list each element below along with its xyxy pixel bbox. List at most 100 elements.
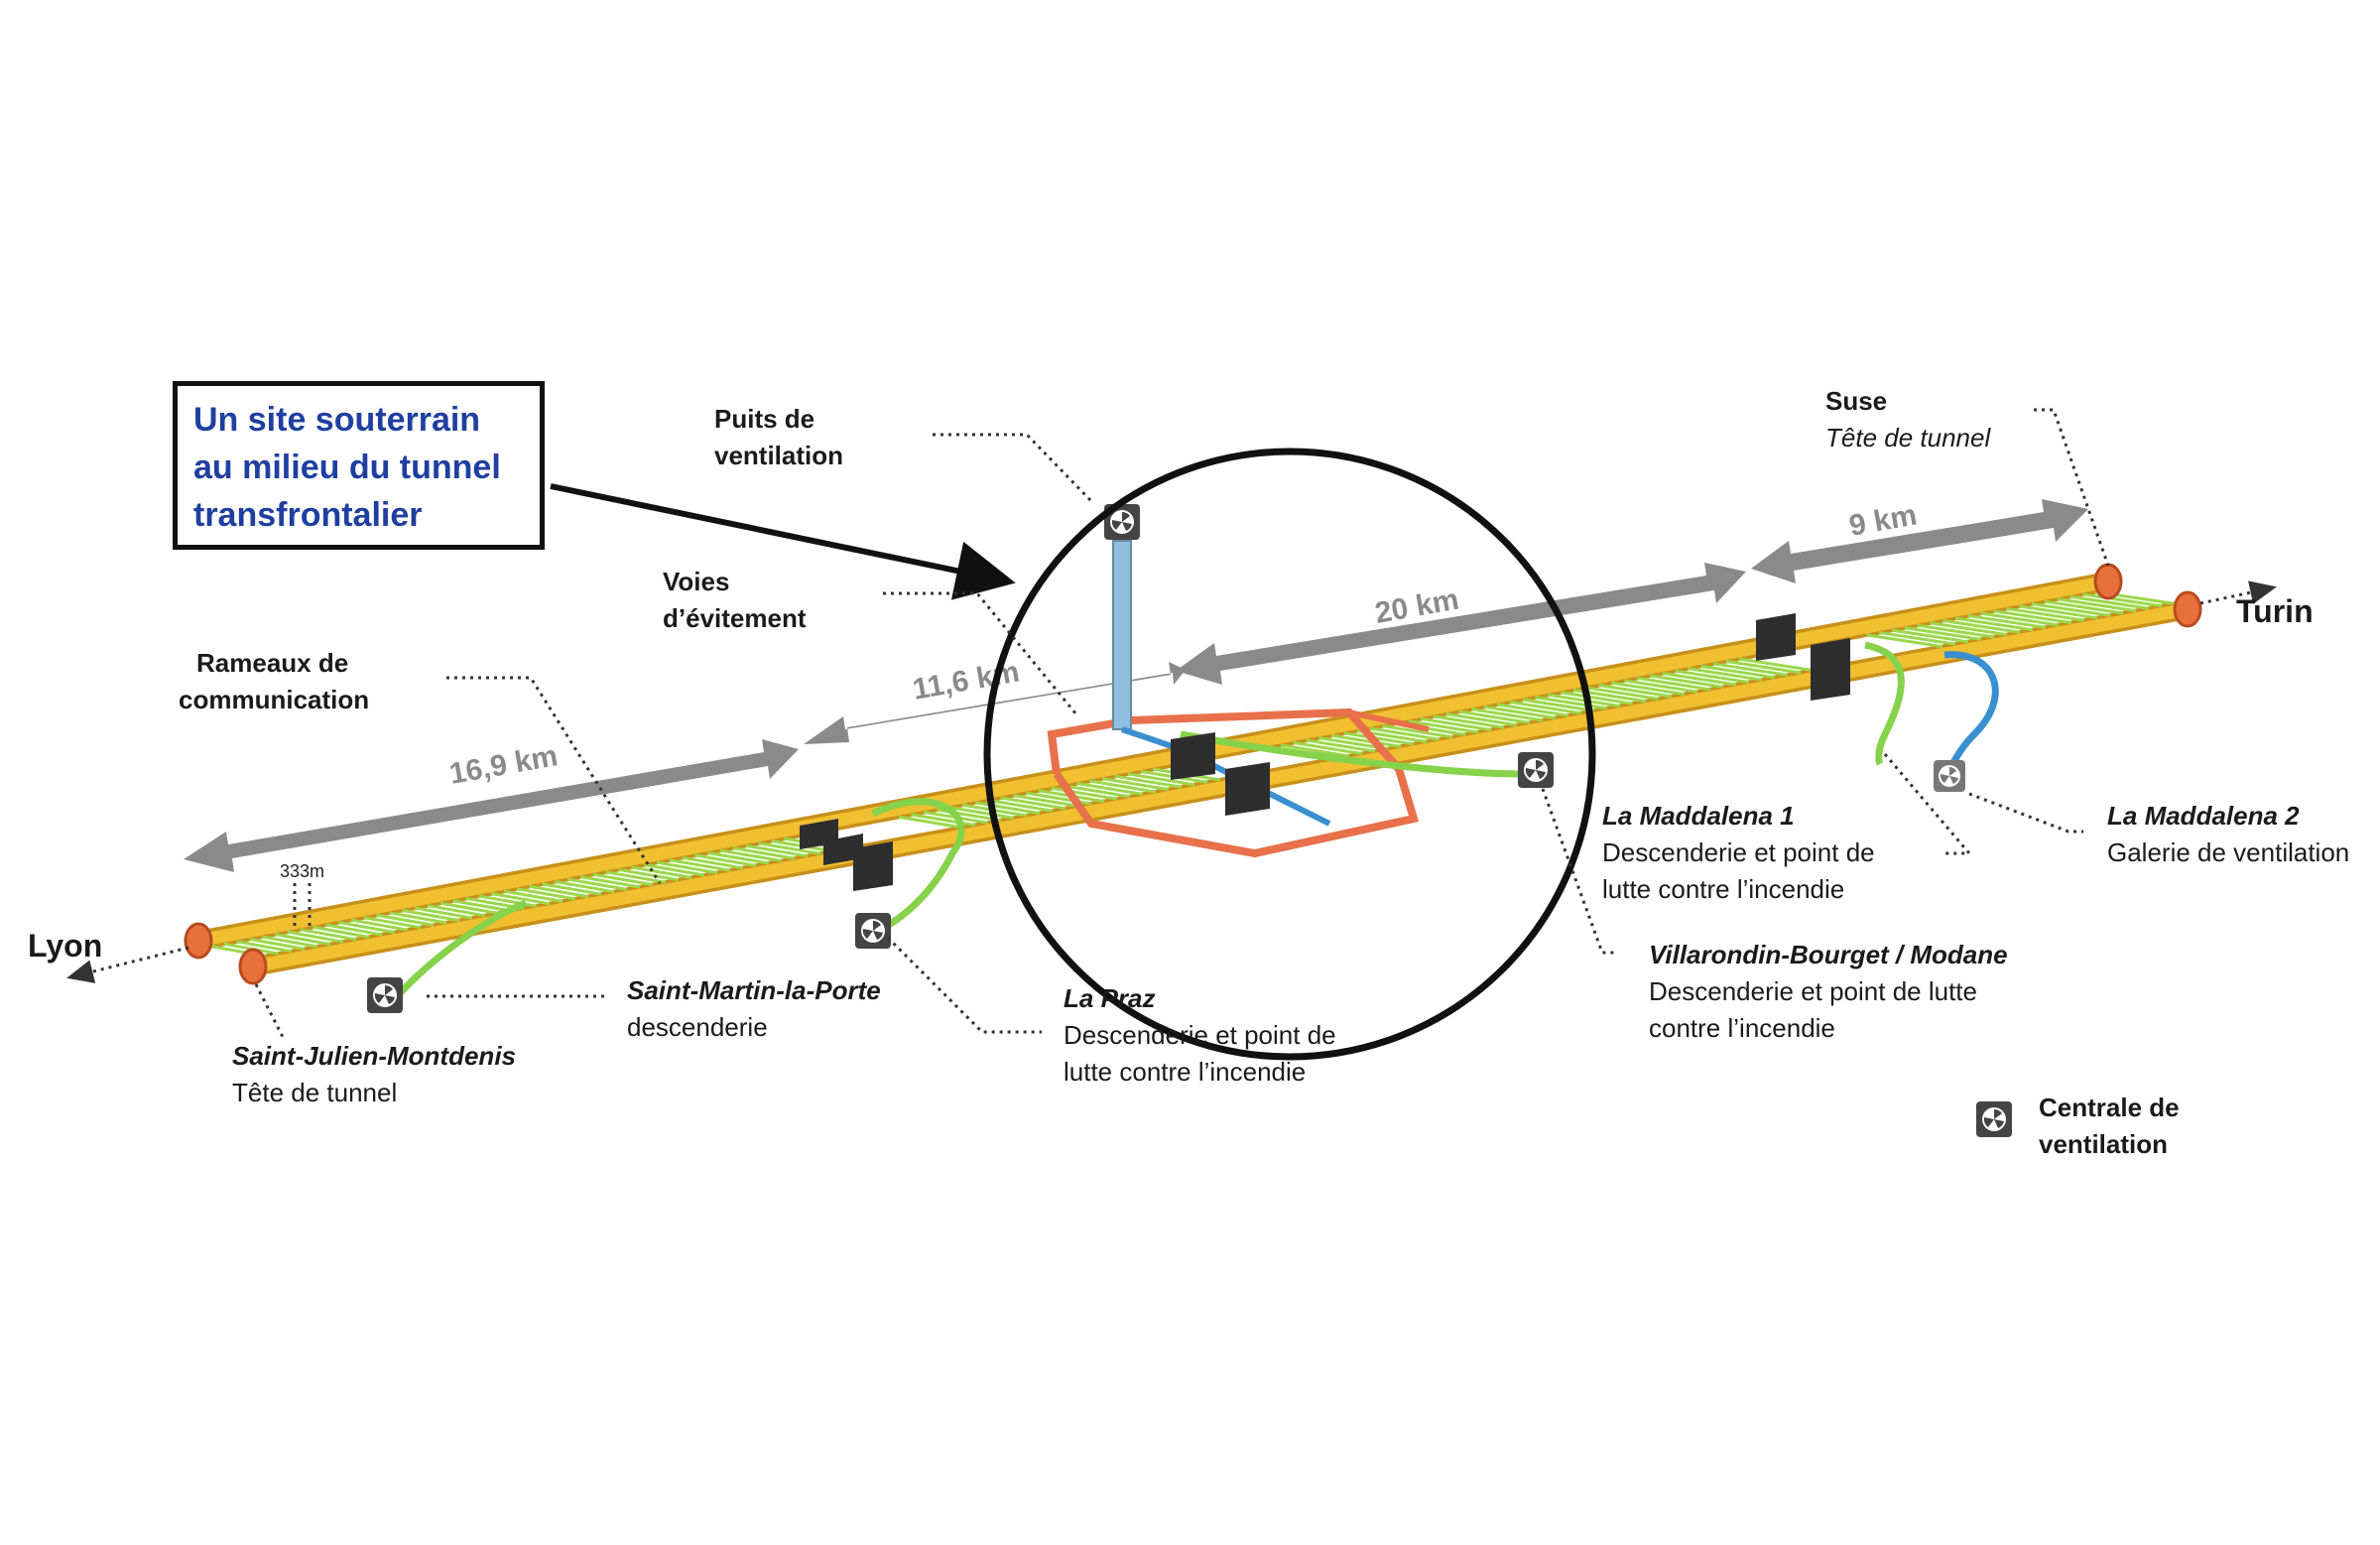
portal-lyon-north xyxy=(184,922,213,960)
cross-passage-rung xyxy=(911,813,976,828)
cross-passage-rung xyxy=(325,923,383,937)
cross-passage-rung xyxy=(1089,779,1157,794)
callout-box: Un site souterrain au milieu du tunnel t… xyxy=(173,381,545,550)
cross-passage-rung xyxy=(1954,616,2034,632)
cross-passage-rung xyxy=(1904,626,1982,641)
cross-passage-rung xyxy=(566,877,628,891)
cross-passage-rung xyxy=(694,853,757,867)
cross-passage-rung xyxy=(1114,774,1183,789)
cross-passage-rung xyxy=(1738,657,1815,673)
cross-passage-rung xyxy=(1382,724,1453,739)
cross-passage-rung xyxy=(2031,601,2111,617)
cross-passage-rung xyxy=(1611,681,1686,697)
legend-fan-icon xyxy=(1976,1101,2012,1137)
cross-passage-rung xyxy=(1509,700,1582,715)
cross-passage-rung xyxy=(758,841,821,855)
legend: Centrale de ventilation xyxy=(2039,1093,2180,1159)
portal-turin-south xyxy=(2173,590,2202,628)
cross-passage-rung xyxy=(1076,781,1144,796)
cross-passage-rung xyxy=(682,855,744,870)
city-lyon: Lyon xyxy=(28,928,103,964)
branch-maddalena-2 xyxy=(1943,651,1999,772)
label-voies: Voies d’évitement xyxy=(663,567,807,633)
cross-passage-rung xyxy=(948,806,1015,820)
cross-passage-rung xyxy=(669,858,731,872)
cross-passage-rung xyxy=(1624,679,1698,694)
ventilation-fan-icon xyxy=(1104,504,1140,540)
junction-east-1 xyxy=(1756,613,1796,661)
cross-passage-rung xyxy=(1700,664,1776,680)
leader-puits xyxy=(933,433,1093,503)
ventilation-fan-icon xyxy=(1934,760,1965,792)
cross-passage-rung xyxy=(618,867,680,882)
cross-passage-rung xyxy=(1878,630,1956,646)
cross-passage-rung xyxy=(1101,777,1170,792)
cross-passage-rung xyxy=(402,908,460,923)
cross-passage-rung xyxy=(287,930,344,944)
cross-passage-rung xyxy=(363,916,422,930)
cross-passage-rung xyxy=(1306,738,1376,753)
cross-passage-rung xyxy=(1980,611,2060,627)
cross-passage-rung xyxy=(1942,618,2021,634)
cross-passage-rung xyxy=(1993,609,2072,625)
cross-passage-rung xyxy=(1369,726,1441,741)
cross-passage-rung xyxy=(643,863,705,877)
cross-passage-rung xyxy=(1330,733,1402,748)
cross-passage-rung xyxy=(974,801,1041,816)
cross-passage-rung xyxy=(1662,671,1737,687)
cross-passage-rung xyxy=(1725,659,1802,675)
cross-passage-rung xyxy=(1585,686,1660,701)
cross-passage-rung xyxy=(1483,705,1557,720)
cross-passage-rung xyxy=(1051,786,1118,801)
cross-passage-rung xyxy=(745,843,809,858)
leader-la-praz xyxy=(886,936,1042,1034)
label-villarondin: Villarondin-Bourget / Modane Descenderie… xyxy=(1649,940,2008,1043)
cross-passage-rung xyxy=(707,850,770,865)
junction-blocks xyxy=(800,613,1850,891)
shaft-pipe xyxy=(1112,540,1132,730)
branch-saint-martin xyxy=(394,899,528,1000)
branch-la-praz xyxy=(871,798,965,932)
distance-label-16-9: 16,9 km xyxy=(446,739,560,791)
junction-east-2 xyxy=(1811,638,1850,701)
cross-passage-rung xyxy=(1675,669,1750,685)
cross-passage-rung xyxy=(1471,708,1544,722)
cross-passage-rung xyxy=(1891,628,1969,644)
cross-passage-rung xyxy=(1064,784,1131,799)
cross-passage-rung xyxy=(1649,674,1724,689)
cross-passage-rung xyxy=(1293,740,1363,756)
cross-passage-rung xyxy=(529,884,589,899)
leader-lines xyxy=(254,408,2110,1038)
cross-passage-rung xyxy=(1865,633,1943,649)
ventilation-fan-icon xyxy=(367,977,403,1013)
label-rameaux: Rameaux de communication xyxy=(179,648,370,714)
branch-maddalena-1 xyxy=(1180,730,1524,778)
cross-passage-rung xyxy=(1560,691,1634,706)
cross-passage-rung xyxy=(439,901,499,915)
ventilation-fans xyxy=(367,504,2012,1137)
cross-passage-rung xyxy=(592,872,654,887)
cross-passage-rung xyxy=(376,913,435,927)
label-maddalena-2: La Maddalena 2 Galerie de ventilation xyxy=(2107,801,2350,867)
cross-passage-rung xyxy=(1458,709,1531,724)
cross-passage-rung xyxy=(2006,606,2085,622)
leader-saint-julien xyxy=(254,983,285,1038)
callout-line-2: au milieu du tunnel xyxy=(193,449,501,486)
cross-passage-rung xyxy=(2057,597,2137,613)
distance-label-11-6: 11,6 km xyxy=(910,656,1022,707)
cross-passage-rung xyxy=(516,887,576,901)
junction-saint-martin-2 xyxy=(853,841,893,891)
cross-passage-rung xyxy=(1688,667,1763,682)
label-suse: Suse Tête de tunnel xyxy=(1825,386,1991,452)
junction-center-2 xyxy=(1225,762,1270,816)
cross-passage-rung xyxy=(300,928,357,942)
ventilation-fan-icon xyxy=(855,913,891,949)
cross-passage-rung xyxy=(249,937,306,951)
distance-arrow-16-9 xyxy=(184,739,799,872)
ventilation-fan-icon xyxy=(1518,752,1554,788)
cross-passage-rung xyxy=(1598,684,1673,699)
label-saint-julien: Saint-Julien-Montdenis Tête de tunnel xyxy=(232,1041,516,1107)
junction-saint-martin-1 xyxy=(800,819,863,865)
cross-passage-rung xyxy=(605,870,667,884)
